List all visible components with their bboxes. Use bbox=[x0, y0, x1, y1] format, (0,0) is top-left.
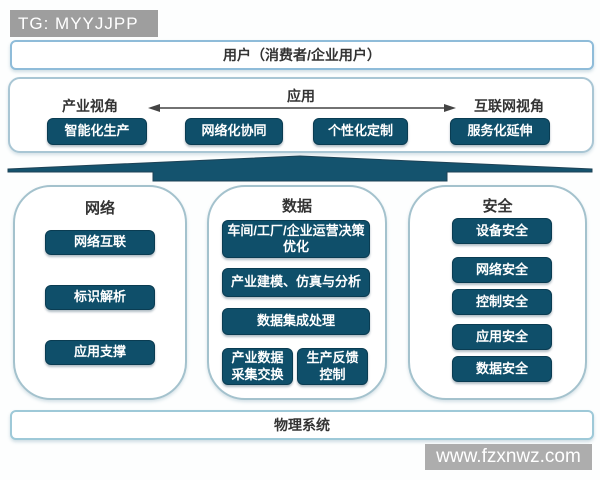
physical-system-box: 物理系统 bbox=[10, 410, 594, 440]
network-item-interconnection: 网络互联 bbox=[45, 230, 155, 255]
security-pillar-title: 安全 bbox=[482, 198, 513, 215]
user-layer-box: 用户（消费者/企业用户） bbox=[10, 40, 594, 70]
network-item-identifier-resolution: 标识解析 bbox=[45, 285, 155, 310]
industry-view-label: 产业视角 bbox=[62, 98, 118, 114]
app-item-smart-production: 智能化生产 bbox=[47, 118, 147, 145]
data-item-modeling-simulation: 产业建模、仿真与分析 bbox=[222, 268, 370, 297]
internet-view-label: 互联网视角 bbox=[474, 98, 544, 114]
security-item-application: 应用安全 bbox=[452, 324, 552, 350]
user-layer-label: 用户（消费者/企业用户） bbox=[223, 47, 381, 63]
security-item-data: 数据安全 bbox=[452, 356, 552, 382]
app-item-service-extension: 服务化延伸 bbox=[450, 118, 550, 145]
double-arrow-icon bbox=[148, 104, 456, 112]
watermark: www.fzxnwz.com bbox=[425, 444, 592, 470]
data-item-integration-processing: 数据集成处理 bbox=[222, 308, 370, 335]
data-item-collection-exchange: 产业数据 采集交换 bbox=[222, 348, 293, 385]
physical-system-label: 物理系统 bbox=[274, 417, 330, 433]
security-item-device: 设备安全 bbox=[452, 218, 552, 244]
network-item-application-support: 应用支撑 bbox=[45, 340, 155, 365]
platform-connector-shape bbox=[7, 155, 593, 182]
app-item-network-collaboration: 网络化协同 bbox=[185, 118, 283, 145]
data-item-decision-optimization: 车间/工厂/企业运营决策优化 bbox=[222, 220, 370, 258]
app-item-personalized-customization: 个性化定制 bbox=[313, 118, 408, 145]
application-layer-title: 应用 bbox=[287, 88, 315, 104]
tg-badge: TG: MYYJJPP bbox=[10, 10, 158, 37]
network-pillar-title: 网络 bbox=[84, 200, 115, 217]
data-pillar-title: 数据 bbox=[281, 198, 312, 215]
data-item-production-feedback: 生产反馈 控制 bbox=[297, 348, 368, 385]
security-item-control: 控制安全 bbox=[452, 289, 552, 315]
security-item-network: 网络安全 bbox=[452, 257, 552, 283]
